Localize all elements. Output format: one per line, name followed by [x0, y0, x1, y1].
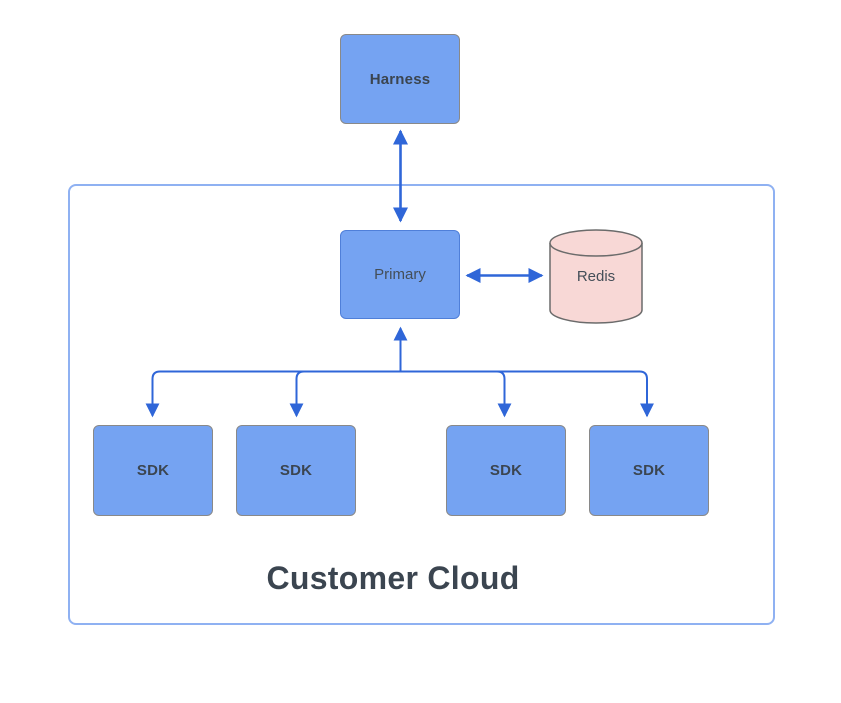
sdk-node-label: SDK	[489, 462, 523, 479]
redis-node: Redis	[548, 228, 644, 325]
primary-node: Primary	[340, 230, 460, 319]
sdk-node-3: SDK	[446, 425, 566, 516]
sdk-node-1: SDK	[93, 425, 213, 516]
database-cylinder-icon	[549, 229, 643, 324]
customer-cloud-container	[68, 184, 775, 625]
sdk-node-label: SDK	[136, 462, 170, 479]
redis-node-label: Redis	[576, 268, 616, 285]
sdk-node-label: SDK	[279, 462, 313, 479]
sdk-node-4: SDK	[589, 425, 709, 516]
sdk-node-2: SDK	[236, 425, 356, 516]
primary-node-label: Primary	[374, 266, 426, 283]
harness-node: Harness	[340, 34, 460, 124]
customer-cloud-label: Customer Cloud	[266, 560, 520, 596]
harness-node-label: Harness	[369, 70, 431, 88]
sdk-node-label: SDK	[632, 462, 666, 479]
